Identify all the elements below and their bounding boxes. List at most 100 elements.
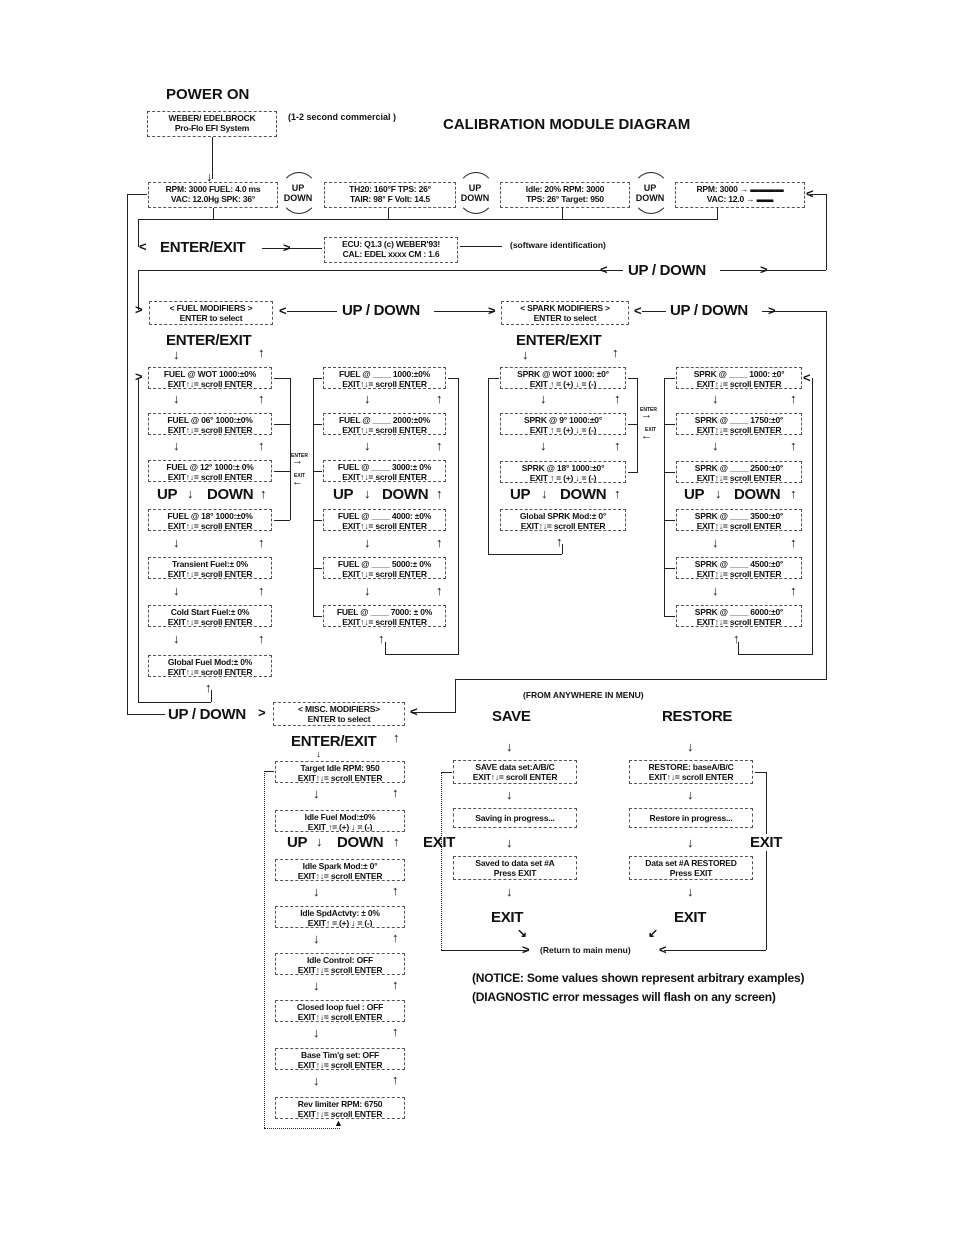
fuel-left-item[interactable]: FUEL @ 06° 1000:±0%EXIT↑↓= scroll ENTER <box>148 413 272 435</box>
misc-modifiers-box[interactable]: < MISC. MODIFIERS> ENTER to select <box>273 702 405 726</box>
item-line: EXIT↑↓= scroll ENTER <box>297 965 383 975</box>
arrow-down-icon: ↓ <box>316 749 321 760</box>
arrow-down-icon: ↓ <box>506 787 513 802</box>
spark-left-item[interactable]: SPRK @ 9° 1000:±0°EXIT ↑ = (+) ↓ = (-) <box>500 413 626 435</box>
spark-left-item[interactable]: Global SPRK Mod:± 0°EXIT↑↓= scroll ENTER <box>500 509 626 531</box>
connector <box>488 378 489 554</box>
arrow-down-icon: ↓ <box>173 631 180 646</box>
arrow-up-icon: ↑ <box>378 631 385 646</box>
misc-item[interactable]: Idle Fuel Mod:±0%EXIT ↑= (+) ↓ = (-) <box>275 810 405 832</box>
spark-left-item[interactable]: SPRK @ 18° 1000:±0°EXIT ↑ = (+) ↓ = (-) <box>500 461 626 483</box>
fuel-enter-exit-label: ENTER/EXIT <box>166 332 252 349</box>
spark-right-item[interactable]: SPRK @ ____ 1750:±0°EXIT↑↓= scroll ENTER <box>676 413 802 435</box>
arrow-down-icon: ↓ <box>187 486 194 501</box>
item-line: SPRK @ 9° 1000:±0° <box>523 415 603 425</box>
item-line: EXIT ↑ = (+) ↓ = (-) <box>529 473 597 483</box>
connector <box>313 378 322 379</box>
main-screen-4: RPM: 3000 → ▬▬▬▬ VAC: 12.0 → ▬▬ <box>675 182 805 208</box>
arrow-down-icon: ↓ <box>712 391 719 406</box>
arrow-up-icon: ↑ <box>258 438 265 453</box>
arrow-right-icon: > <box>760 262 768 277</box>
fuel-right-item[interactable]: FUEL @ ____ 4000: ±0%EXIT↑↓= scroll ENTE… <box>323 509 446 531</box>
item-line: EXIT ↑= (+) ↓ = (-) <box>307 822 373 832</box>
spark-left-item[interactable]: SPRK @ WOT 1000: ±0°EXIT ↑ = (+) ↓ = (-) <box>500 367 626 389</box>
connector <box>738 654 813 655</box>
connector <box>138 270 623 271</box>
software-id-box: ECU: Q1.3 (c) WEBER'93! CAL: EDEL xxxx C… <box>324 237 458 263</box>
item-line: EXIT↑↓= scroll ENTER <box>167 617 253 627</box>
connector <box>213 208 214 219</box>
spark-right-item[interactable]: SPRK @ ____ 2500:±0°EXIT↑↓= scroll ENTER <box>676 461 802 483</box>
fuel-right-item[interactable]: FUEL @ ____ 3000:± 0%EXIT↑↓= scroll ENTE… <box>323 460 446 482</box>
arrow-down-icon: ↓ <box>522 347 529 362</box>
item-line: FUEL @ ____ 2000:±0% <box>338 415 430 425</box>
restore-side-exit-label: EXIT <box>750 834 783 851</box>
arrow-up-icon: ↑ <box>392 785 399 800</box>
item-line: EXIT ↑ = (+) ↓ = (-) <box>529 425 597 435</box>
fuel-right-item[interactable]: FUEL @ ____ 2000:±0%EXIT↑↓= scroll ENTER <box>323 413 446 435</box>
item-line: Restore in progress... <box>649 813 733 823</box>
fuel-modifiers-box[interactable]: < FUEL MODIFIERS > ENTER to select <box>149 301 273 325</box>
fuel-left-item[interactable]: Global Fuel Mod:± 0%EXIT↑↓= scroll ENTER <box>148 655 272 677</box>
up-label: UP <box>157 486 178 503</box>
connector <box>212 137 213 179</box>
splash-line-2: Pro-Flo EFI System <box>174 123 250 133</box>
restore-exit-label: EXIT <box>674 909 707 926</box>
item-line: EXIT↑↓= scroll ENTER <box>342 617 427 627</box>
item-line: EXIT↑↓= scroll ENTER <box>297 871 383 881</box>
spark-right-item[interactable]: SPRK @ ____ 4500:±0°EXIT↑↓= scroll ENTER <box>676 557 802 579</box>
arrow-up-icon: ↑ <box>436 486 443 501</box>
spark-modifiers-box[interactable]: < SPARK MODIFIERS > ENTER to select <box>501 301 629 325</box>
arrow-up-icon: ↑ <box>392 1072 399 1087</box>
spark-right-item[interactable]: SPRK @ ____ 6000:±0°EXIT↑↓= scroll ENTER <box>676 605 802 627</box>
item-line: SPRK @ ____ 2500:±0° <box>694 463 784 473</box>
up-label: UP <box>287 834 308 851</box>
connector <box>138 219 718 220</box>
arrow-down-icon: ↓ <box>173 347 180 362</box>
arrow-down-icon: ↓ <box>173 391 180 406</box>
item-line: SPRK @ ____ 3500:±0° <box>694 511 784 521</box>
down-label: DOWN <box>337 834 384 851</box>
arrow-down-icon: ↓ <box>715 486 722 501</box>
connector <box>274 520 290 521</box>
fuel-left-item[interactable]: FUEL @ WOT 1000:±0%EXIT↑↓= scroll ENTER <box>148 367 272 389</box>
connector <box>211 690 212 702</box>
fuel-left-item[interactable]: Transient Fuel:± 0%EXIT↑↓= scroll ENTER <box>148 557 272 579</box>
up-down-label: UP / DOWN <box>628 262 706 279</box>
fuel-right-item[interactable]: FUEL @ ____ 1000:±0%EXIT↑↓= scroll ENTER <box>323 367 446 389</box>
item-line: EXIT↑↓= scroll ENTER <box>167 425 253 435</box>
misc-item[interactable]: Idle Spark Mod:± 0°EXIT↑↓= scroll ENTER <box>275 859 405 881</box>
connector <box>138 219 139 247</box>
fuel-left-item[interactable]: FUEL @ 12° 1000:± 0%EXIT↑↓= scroll ENTER <box>148 460 272 482</box>
fuel-right-item[interactable]: FUEL @ ____ 7000: ± 0%EXIT↑↓= scroll ENT… <box>323 605 446 627</box>
connector <box>313 471 322 472</box>
fuel-left-item[interactable]: Cold Start Fuel:± 0%EXIT↑↓= scroll ENTER <box>148 605 272 627</box>
item-line: EXIT↑↓= scroll ENTER <box>696 425 782 435</box>
main-screen-line: RPM: 3000 → ▬▬▬▬ <box>696 184 784 194</box>
fuel-right-item[interactable]: FUEL @ ____ 5000:± 0%EXIT↑↓= scroll ENTE… <box>323 557 446 579</box>
arrow-up-icon: ↑ <box>436 438 443 453</box>
spark-right-item[interactable]: SPRK @ ____ 3500:±0°EXIT↑↓= scroll ENTER <box>676 509 802 531</box>
item-line: FUEL @ 18° 1000:±0% <box>167 511 253 521</box>
restoring-progress-box: Restore in progress... <box>629 808 753 828</box>
connector <box>441 772 442 950</box>
connector <box>766 772 767 950</box>
arrow-down-icon: ↓ <box>364 391 371 406</box>
item-line: FUEL @ ____ 5000:± 0% <box>337 559 432 569</box>
item-line: FUEL @ ____ 3000:± 0% <box>337 462 432 472</box>
up-down-label: UP / DOWN <box>670 302 748 319</box>
fuel-left-item[interactable]: FUEL @ 18° 1000:±0%EXIT↑↓= scroll ENTER <box>148 509 272 531</box>
spark-right-item[interactable]: SPRK @ ____ 1000: ±0°EXIT↑↓= scroll ENTE… <box>676 367 802 389</box>
connector <box>287 311 337 312</box>
connector <box>441 950 529 951</box>
misc-item[interactable]: Idle SpdActvty: ± 0%EXIT↑ = (+) ↓ = (-) <box>275 906 405 928</box>
arrow-down-icon: ↓ <box>313 1073 320 1088</box>
connector <box>127 194 128 714</box>
